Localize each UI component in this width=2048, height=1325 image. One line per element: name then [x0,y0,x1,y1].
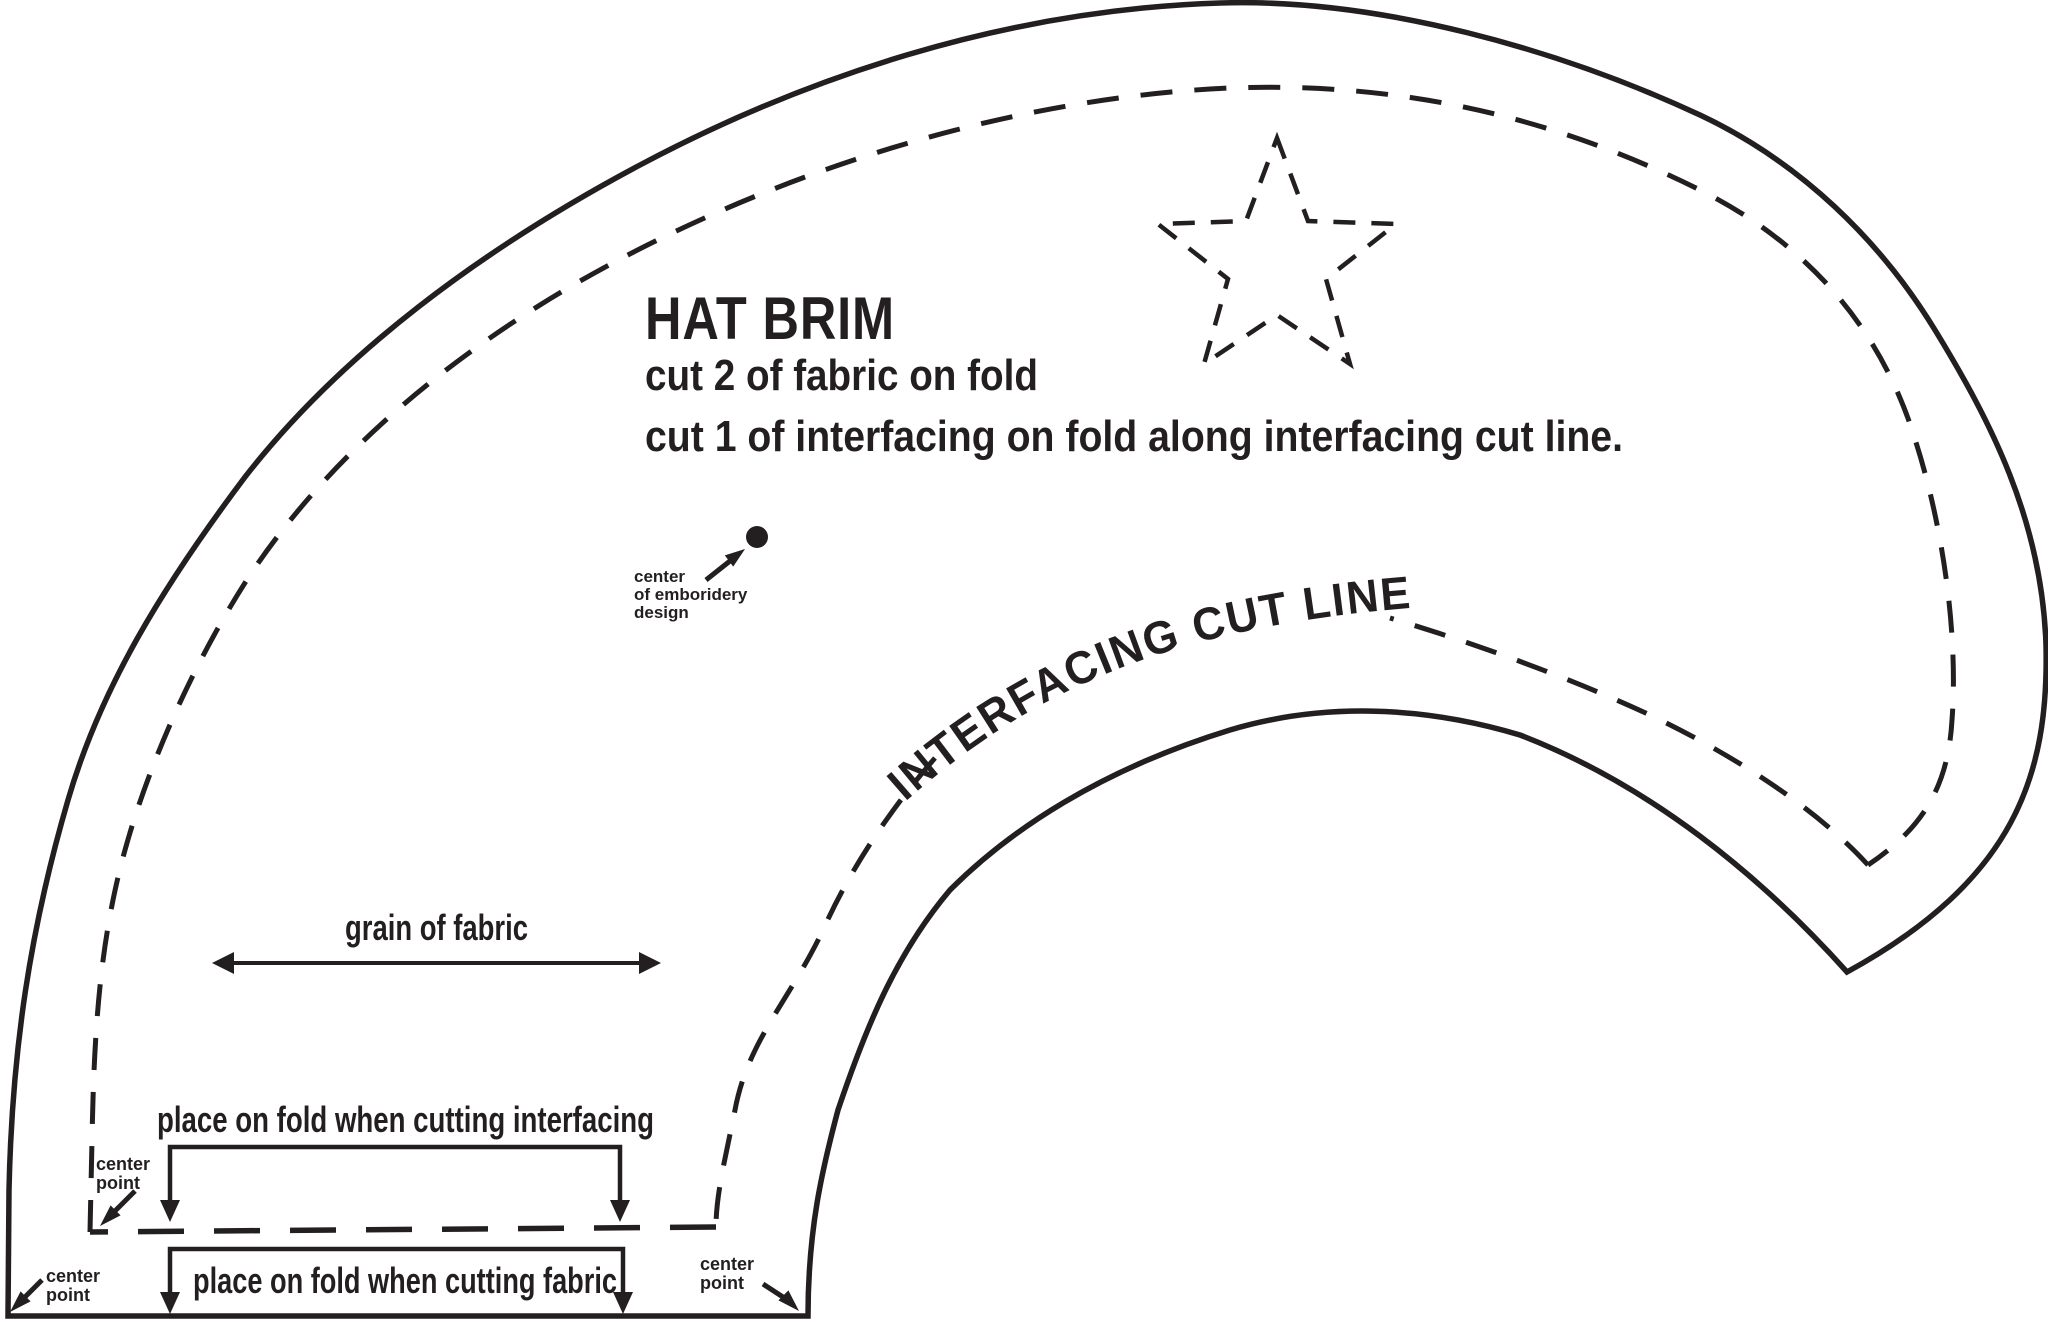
fold-interfacing-arrow-right-icon [610,1200,630,1222]
embroidery-arrow-line [704,559,732,582]
center-point-right-label-line2: point [700,1273,744,1293]
center-point-top-arrow-icon [100,1205,121,1226]
center-point-left-label-line1: center [46,1266,100,1286]
star-embroidery-outline [1151,131,1403,370]
center-point-top-arrow-line [112,1189,137,1214]
fold-fabric-arrow-right-icon [613,1292,633,1314]
embroidery-label-line3: design [634,603,689,622]
fabric-cut-outline [5,0,2048,1319]
fold-fabric-bracket [167,1246,626,1294]
fold-interfacing-bracket [167,1144,623,1204]
embroidery-label-line2: of emboridery [634,585,748,604]
center-point-right-arrow-icon [778,1290,799,1311]
embroidery-label-line1: center [634,567,685,586]
grain-label: grain of fabric [345,907,528,948]
grain-arrow-right-icon [639,952,661,974]
center-point-left-label-line2: point [46,1285,90,1305]
interfacing-cut-line-label-text: INTERFACING CUT LINE [877,566,1411,810]
center-point-top-label-line1: center [96,1154,150,1174]
interfacing-cut-line-outer [87,84,1956,1233]
pattern-title: HAT BRIM [645,285,895,352]
center-point-right-label-line1: center [700,1254,754,1274]
fold-fabric-label: place on fold when cutting fabric [193,1260,617,1301]
instruction-line-1: cut 2 of fabric on fold [645,351,1038,400]
interfacing-cut-line-inner-right [1389,615,1870,867]
interfacing-fold-line [89,1224,717,1235]
center-point-top-label-line2: point [96,1173,140,1193]
fold-interfacing-label: place on fold when cutting interfacing [157,1099,654,1140]
fold-interfacing-arrow-left-icon [160,1200,180,1222]
interfacing-cut-line-label: INTERFACING CUT LINE [877,566,1413,810]
fold-fabric-arrow-left-icon [160,1292,180,1314]
embroidery-center-dot [746,526,768,548]
center-point-left-arrow-icon [10,1291,31,1312]
instruction-line-2: cut 1 of interfacing on fold along inter… [645,412,1623,461]
interfacing-cut-line-inner-left [713,756,937,1224]
center-point-right-arrow-line [761,1281,788,1302]
grain-arrow-left-icon [212,952,234,974]
embroidery-arrow-icon [724,549,745,567]
